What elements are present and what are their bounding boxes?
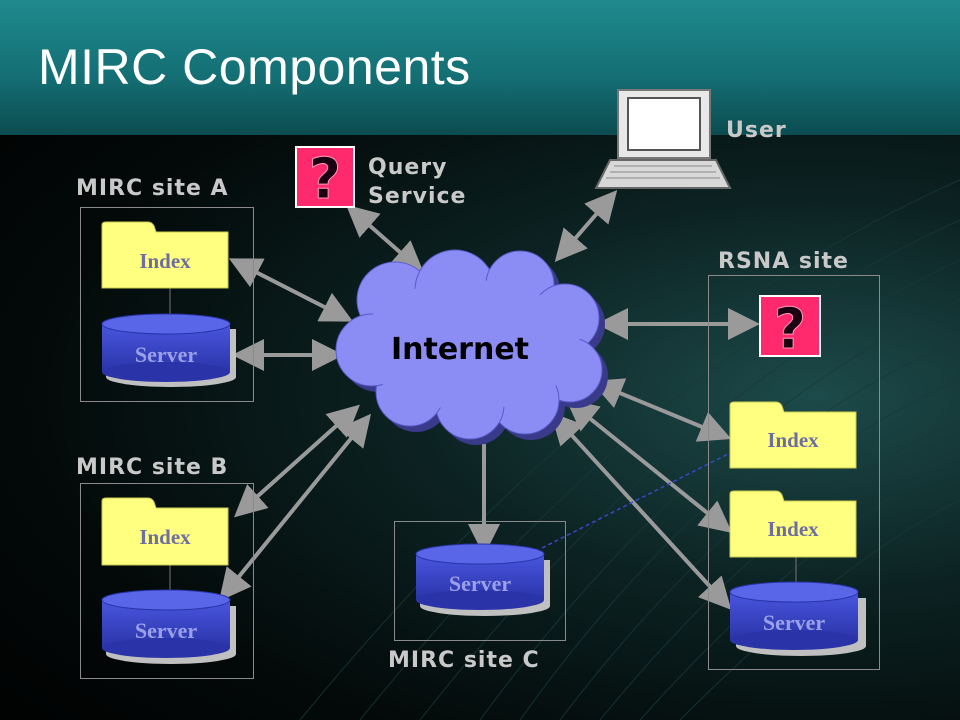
arrow-internet-rsna-index1 (590, 378, 732, 442)
site-b-components: Index Server (101, 497, 236, 664)
rsna-index-folder-2: Index (729, 490, 857, 558)
title-banner (0, 0, 960, 135)
site-a-box (80, 207, 254, 402)
site-a-index-folder: Index (101, 221, 229, 289)
rsna-server-db: Server (729, 581, 866, 656)
site-b-server-db: Server (101, 589, 236, 664)
query-service-icon: ? (295, 146, 355, 213)
query-question-mark: ? (309, 147, 341, 212)
arrow-siteB-server-internet (218, 413, 372, 602)
laptop-icon (594, 89, 732, 189)
arrow-user-internet (554, 189, 618, 263)
site-b-server-label: Server (135, 618, 198, 643)
page-title: MIRC Components (38, 39, 471, 95)
site-a-components: Index Server (101, 221, 236, 387)
site-b-label: MIRC site B (76, 455, 229, 480)
user-label: User (726, 118, 787, 143)
site-b-box (80, 483, 254, 679)
site-a-server-label: Server (135, 342, 198, 367)
arrow-internet-rsna-server (550, 412, 732, 610)
query-service-label-line2: Service (368, 184, 467, 209)
site-b-index-label: Index (139, 525, 191, 549)
site-c-label: MIRC site C (388, 648, 540, 673)
rsna-components: Index Index Server (729, 401, 866, 656)
rsna-site-box (708, 275, 880, 670)
rsna-query-icon: ? (759, 295, 821, 363)
site-c-server-db: Server (415, 543, 550, 616)
connection-arrows (218, 189, 760, 610)
site-c-box (394, 521, 566, 641)
arrow-query-internet (345, 204, 425, 274)
rsna-index-label-1: Index (767, 428, 819, 452)
arrow-siteB-index-internet (234, 404, 360, 518)
arrow-internet-rsna-index2 (565, 398, 733, 534)
internet-label: Internet (391, 332, 529, 367)
rsna-server-label: Server (763, 610, 826, 635)
site-a-index-label: Index (139, 249, 191, 273)
site-a-label: MIRC site A (76, 176, 229, 201)
site-a-server-db: Server (101, 313, 236, 387)
rsna-index-folder-1: Index (729, 401, 857, 469)
dashed-link (541, 451, 733, 549)
internet-cloud: Internet (335, 249, 608, 445)
rsna-index-label-2: Index (767, 517, 819, 541)
arrow-siteA-index-internet (228, 258, 354, 322)
site-b-index-folder: Index (101, 497, 229, 566)
query-service-label-line1: Query (368, 155, 448, 180)
rsna-site-label: RSNA site (718, 249, 849, 274)
site-c-server-label: Server (449, 571, 512, 596)
rsna-question-mark: ? (774, 297, 806, 362)
